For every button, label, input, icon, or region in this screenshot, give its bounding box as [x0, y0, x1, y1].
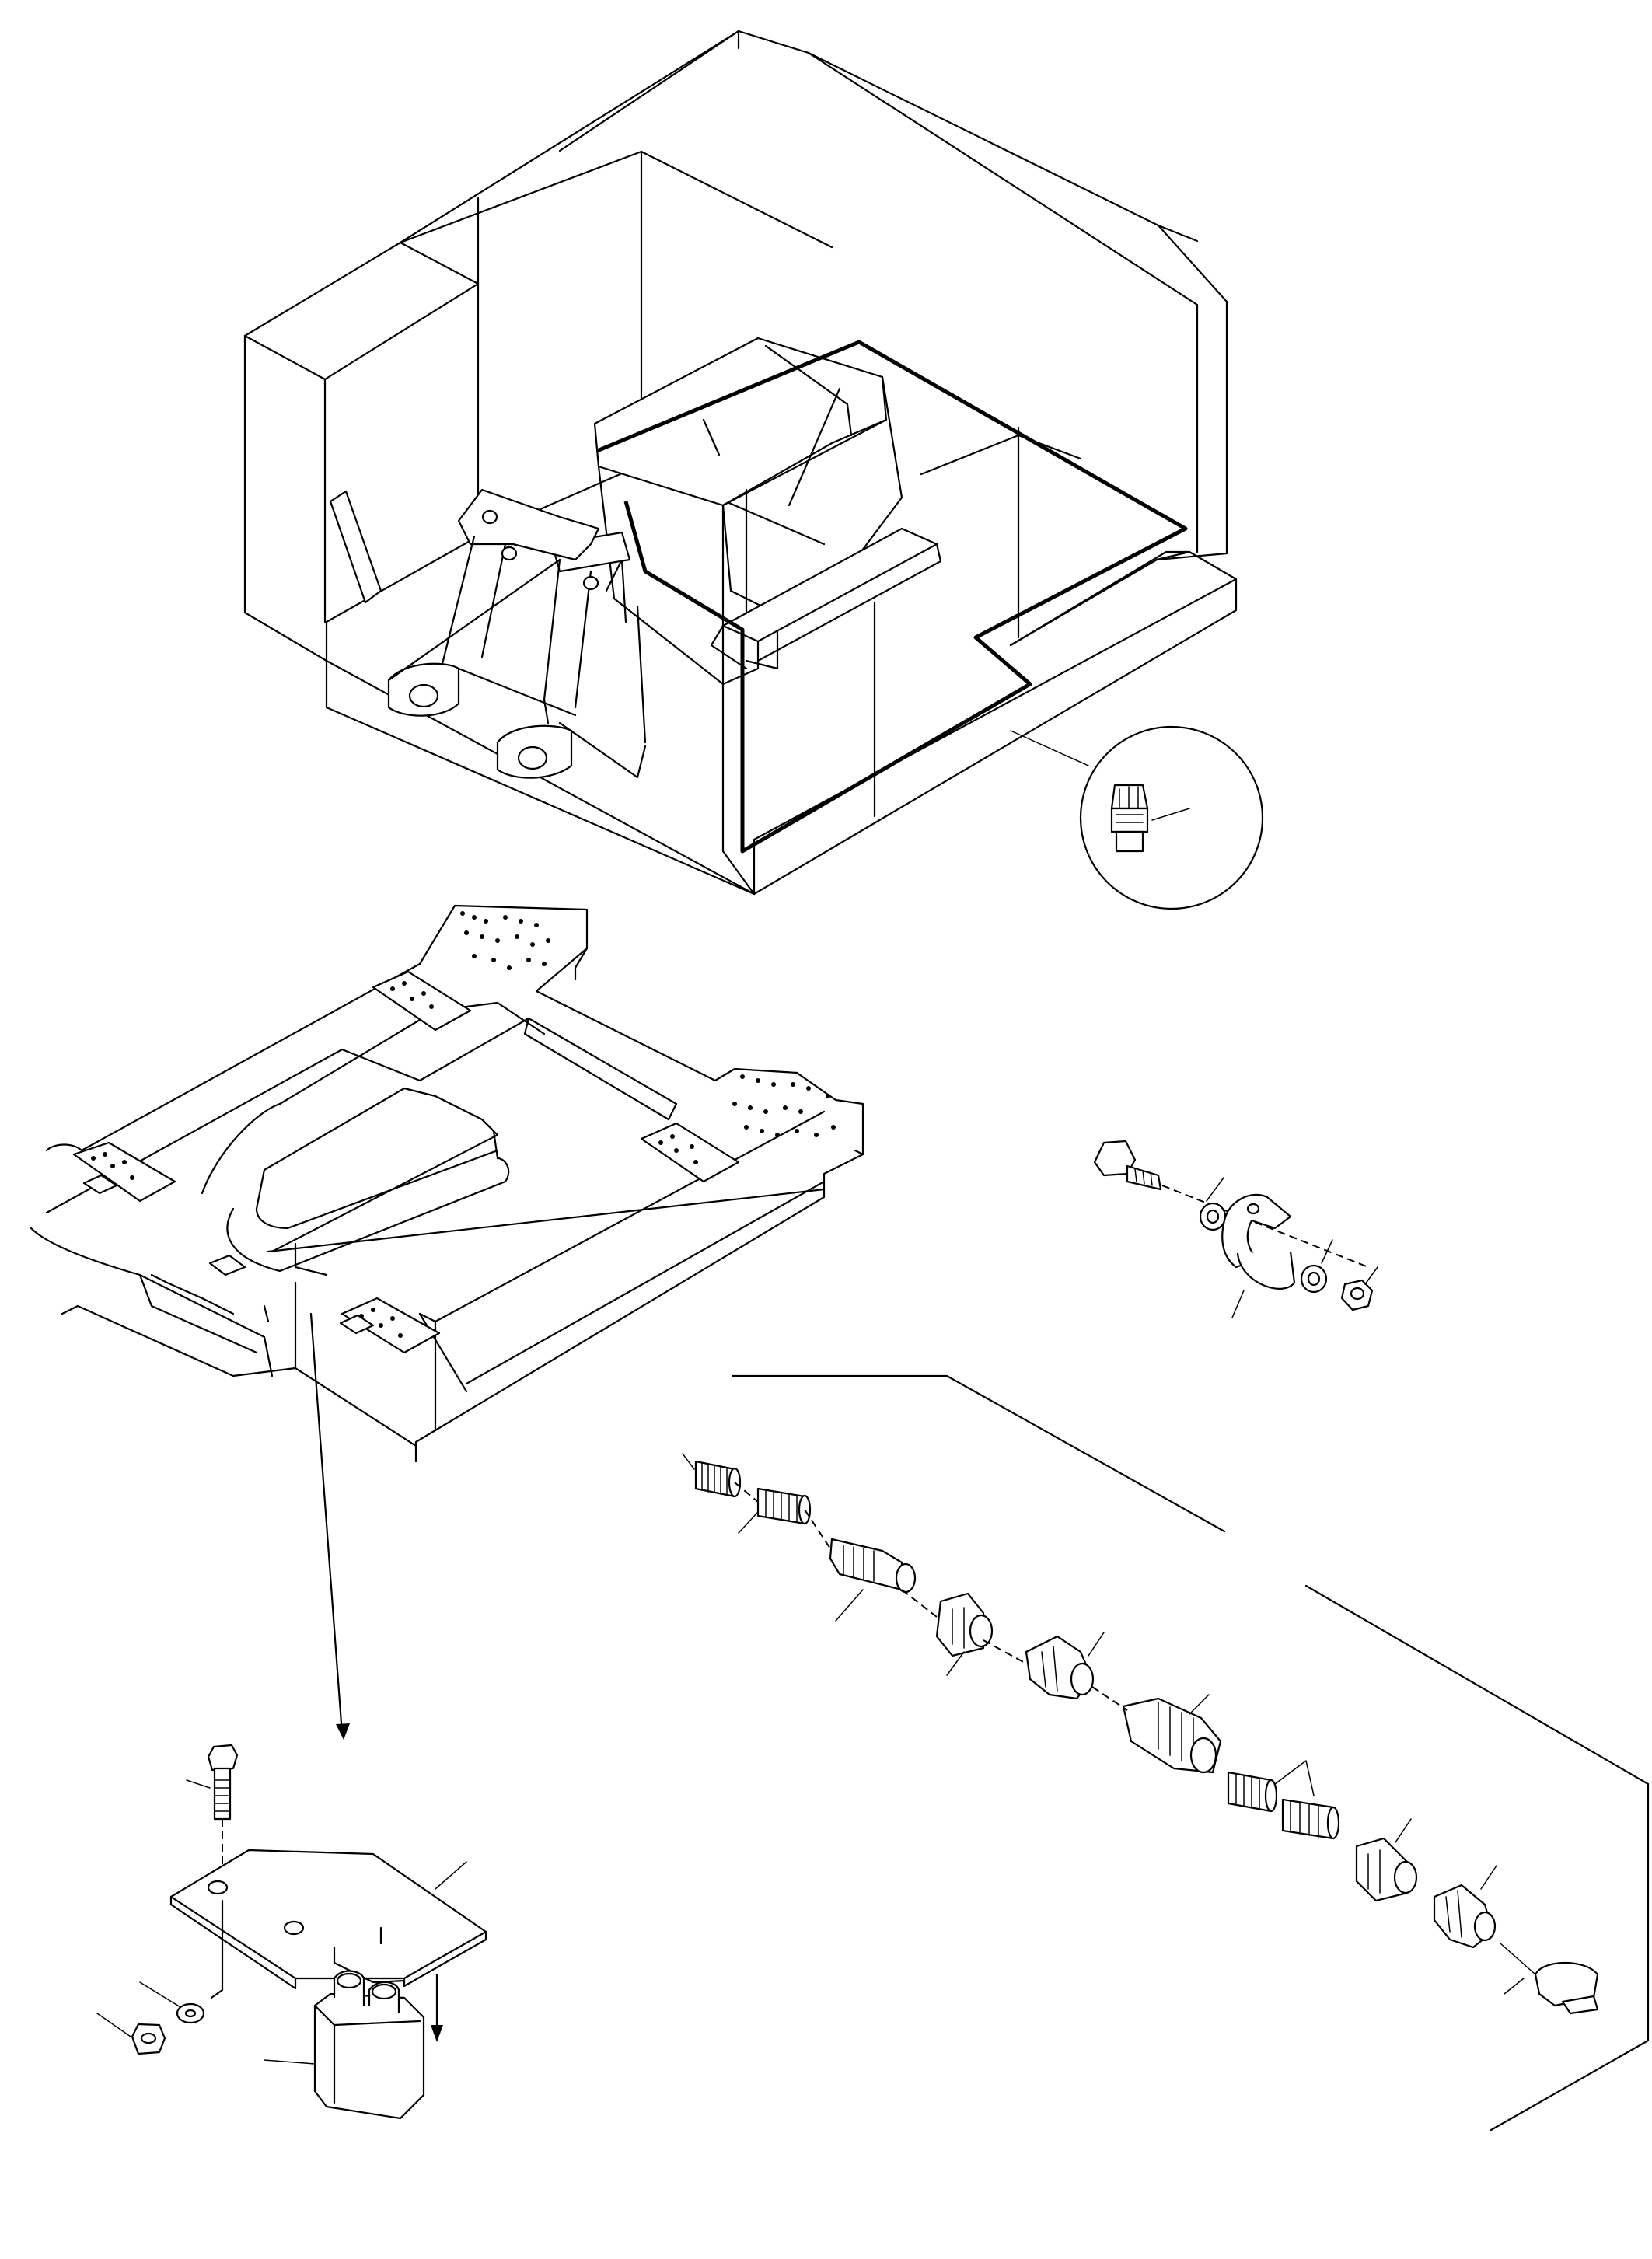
- revolving-frame: [30, 904, 864, 1740]
- bracket-assembly: [96, 1744, 487, 2120]
- clamp-assembly: [1093, 1140, 1378, 1318]
- swivel-fitting-chain: [682, 1374, 1650, 2132]
- machine-upper-structure: [243, 30, 1238, 896]
- detail-circle-fitting: [1010, 725, 1264, 910]
